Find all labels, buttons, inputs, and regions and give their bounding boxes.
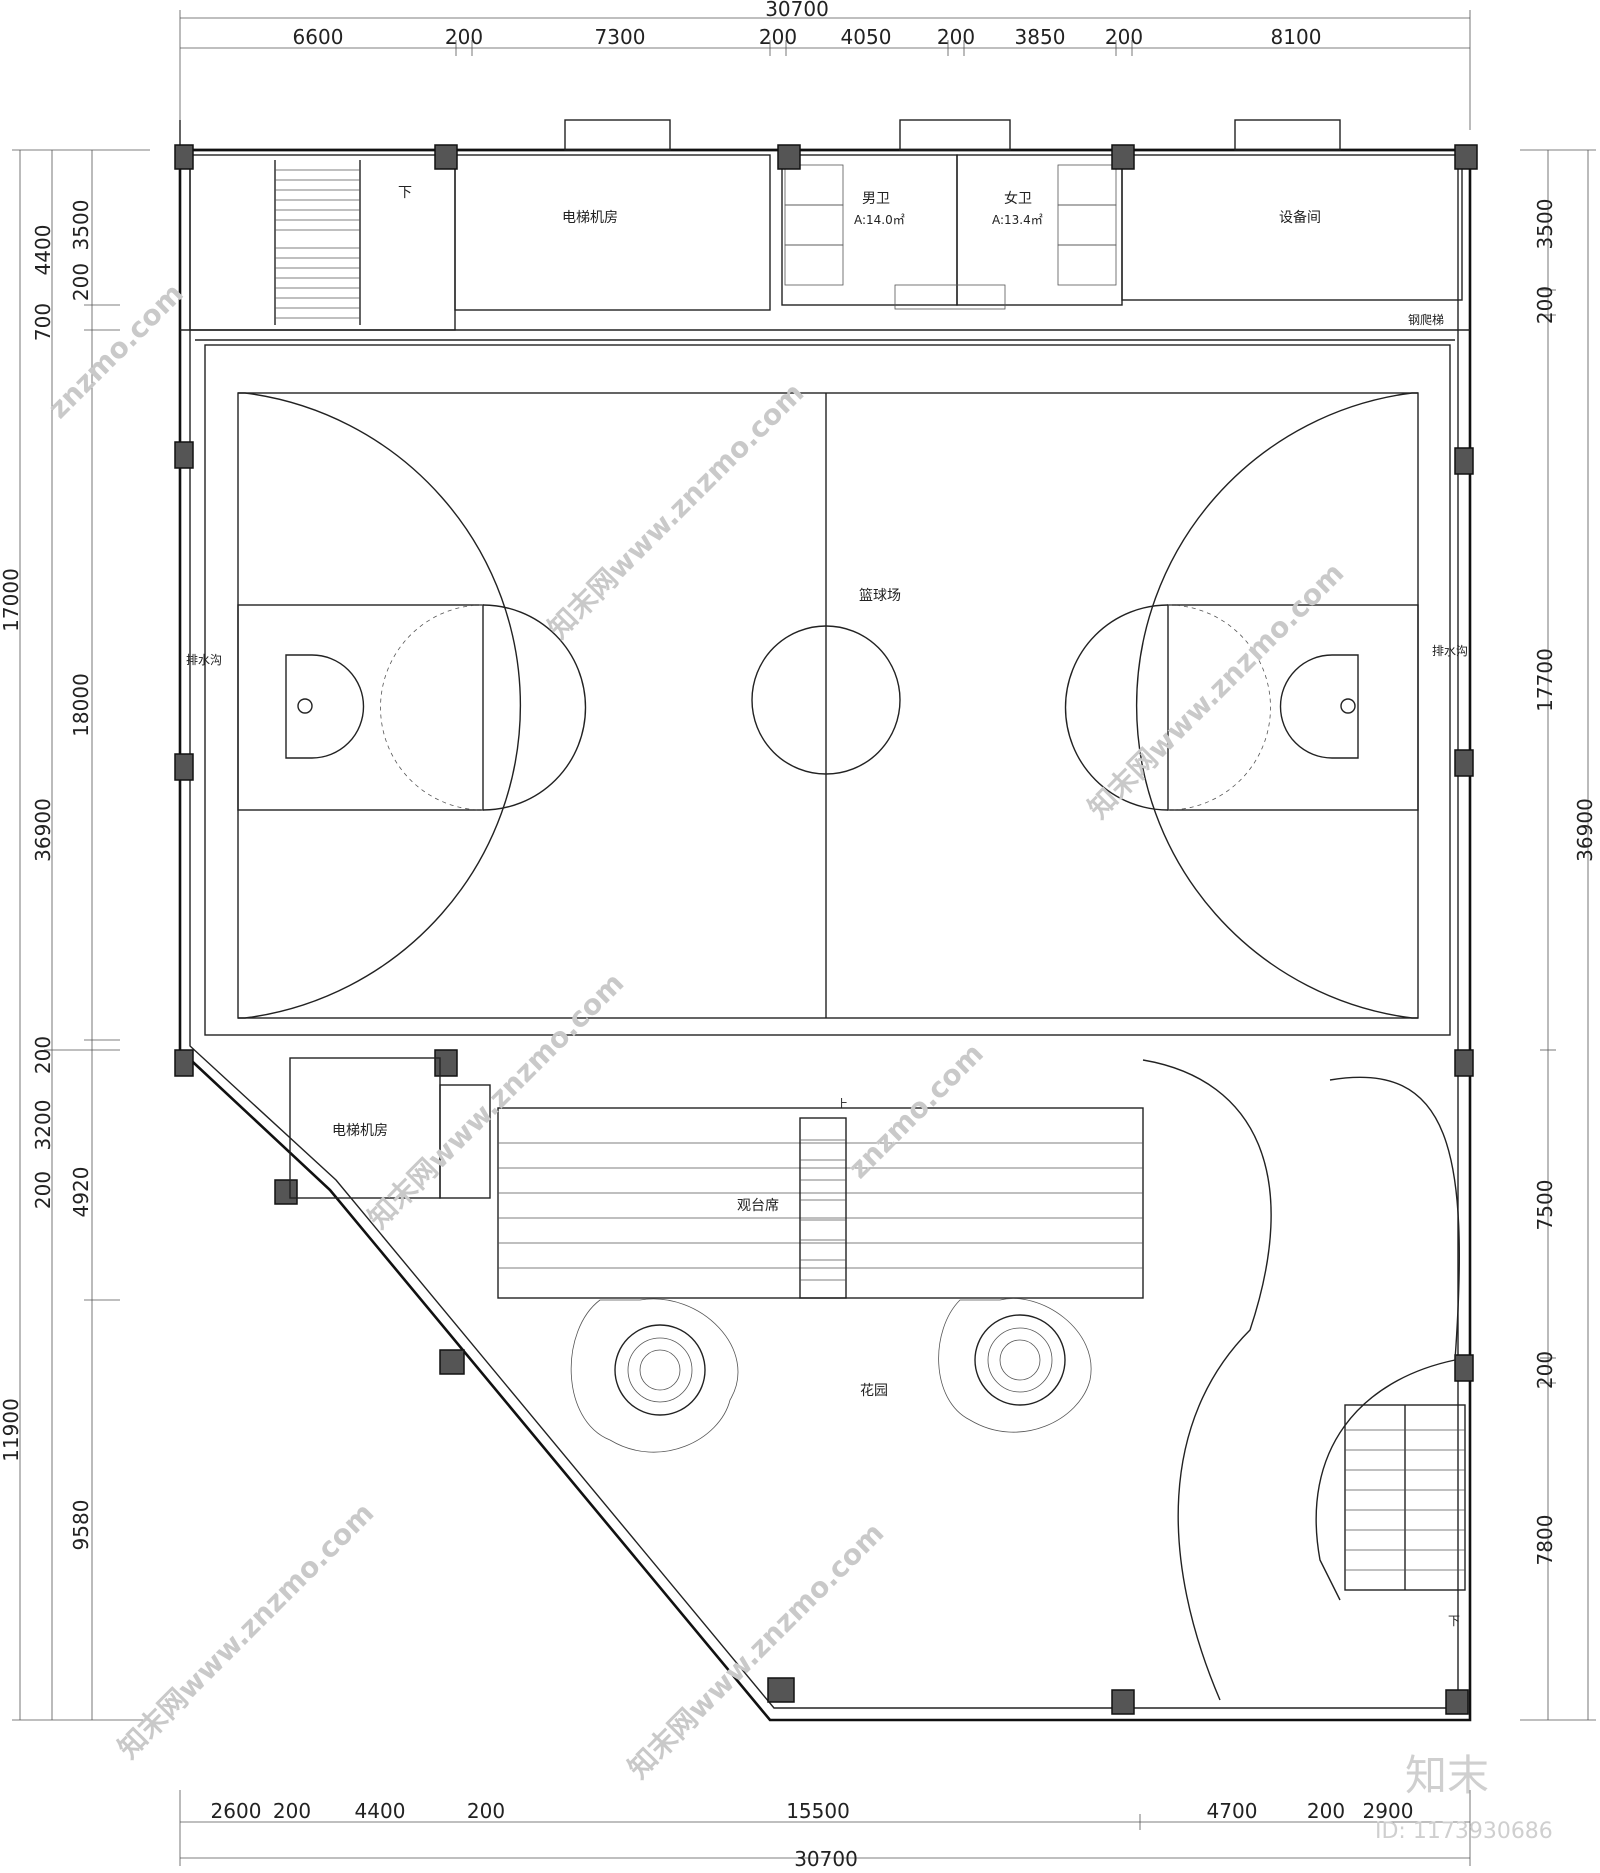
lower-elevator-room: 电梯机房 <box>289 1057 491 1199</box>
womens-wc-label: 女卫 <box>1004 190 1032 207</box>
columns <box>174 144 1478 1715</box>
watermark-brand-2: 知末网www.znzmo.com <box>1082 556 1351 825</box>
basketball-court: 篮球场 排水沟 排水沟 <box>186 344 1468 1036</box>
watermark-brand-3: 知末网www.znzmo.com <box>362 966 631 1235</box>
left-dim-9580: 9580 <box>69 1500 93 1551</box>
court-label: 篮球场 <box>859 588 901 604</box>
building-outline <box>178 120 1472 1722</box>
left-dim-200c: 200 <box>31 1171 55 1209</box>
top-dim-4: 200 <box>759 25 797 49</box>
top-dimension-chain: 30700 6600 200 7300 200 4050 200 3850 20… <box>179 0 1471 130</box>
garden: 花园 下 <box>570 1059 1466 1701</box>
left-dim-700: 700 <box>31 303 55 341</box>
left-dim-4920: 4920 <box>69 1167 93 1218</box>
top-dim-9: 8100 <box>1271 25 1322 49</box>
top-dim-8: 200 <box>1105 25 1143 49</box>
left-outer-dim-2: 11900 <box>0 1398 23 1462</box>
top-rooms: 下 电梯机房 男卫 A:14.0㎡ 女卫 A:13.4㎡ 设备间 钢爬梯 <box>180 119 1470 341</box>
left-dim-200: 200 <box>69 263 93 301</box>
garden-label: 花园 <box>860 1383 888 1399</box>
bottom-dim-6: 4700 <box>1207 1799 1258 1823</box>
stair-up-label: 上 <box>836 1097 848 1111</box>
bottom-dim-4: 200 <box>467 1799 505 1823</box>
bottom-total-dim: 30700 <box>794 1847 858 1871</box>
drain-right-label: 排水沟 <box>1432 644 1468 658</box>
watermark-brand-4: 知末网www.znzmo.com <box>112 1496 381 1765</box>
top-dim-3: 7300 <box>595 25 646 49</box>
bleachers: 上 观台席 <box>497 1097 1144 1299</box>
left-outer-dim-1: 17000 <box>0 568 23 632</box>
bottom-dim-2: 200 <box>273 1799 311 1823</box>
equipment-room-label: 设备间 <box>1279 209 1321 226</box>
watermark-site-1: znzmo.com <box>42 277 190 425</box>
steel-ladder-label: 钢爬梯 <box>1408 313 1444 327</box>
top-dim-2: 200 <box>445 25 483 49</box>
left-dim-3200: 3200 <box>31 1100 55 1151</box>
left-dim-18000: 18000 <box>69 673 93 737</box>
right-dim-7500: 7500 <box>1533 1180 1557 1231</box>
elevator-room-bottom-label: 电梯机房 <box>332 1123 388 1139</box>
bleachers-label: 观台席 <box>737 1198 779 1214</box>
watermark-brand-1: 知末网www.znzmo.com <box>542 376 811 645</box>
left-dim-4400: 4400 <box>31 225 55 276</box>
bottom-dim-8: 2900 <box>1363 1799 1414 1823</box>
bottom-dim-1: 2600 <box>211 1799 262 1823</box>
bottom-dim-5: 15500 <box>786 1799 850 1823</box>
right-dimension-chain: 3500 200 17700 7500 200 7800 36900 <box>1520 149 1597 1721</box>
mens-wc-label: 男卫 <box>862 191 890 207</box>
watermark-logo: 知末 <box>1405 1751 1489 1800</box>
top-dim-5: 4050 <box>841 25 892 49</box>
top-dim-7: 3850 <box>1015 25 1066 49</box>
top-dim-1: 6600 <box>293 25 344 49</box>
drain-left-label: 排水沟 <box>186 653 222 667</box>
bottom-dimension-chain: 2600 200 4400 200 15500 4700 200 2900 30… <box>179 1790 1471 1871</box>
right-dim-3500: 3500 <box>1533 199 1557 250</box>
stair-down-label-top: 下 <box>398 185 412 201</box>
top-dim-6: 200 <box>937 25 975 49</box>
womens-wc-area: A:13.4㎡ <box>992 213 1043 227</box>
watermark-brand-5: 知末网www.znzmo.com <box>622 1516 891 1785</box>
top-total-dim: 30700 <box>765 0 829 21</box>
right-dim-200b: 200 <box>1533 1351 1557 1389</box>
right-dim-7800: 7800 <box>1533 1515 1557 1566</box>
left-dim-3500: 3500 <box>69 200 93 251</box>
right-dim-200: 200 <box>1533 286 1557 324</box>
right-dim-17700: 17700 <box>1533 648 1557 712</box>
stair-down-label-bottom: 下 <box>1448 1614 1460 1628</box>
bottom-dim-3: 4400 <box>355 1799 406 1823</box>
bottom-dim-7: 200 <box>1307 1799 1345 1823</box>
watermark-id: ID: 1173930686 <box>1375 1819 1553 1844</box>
stair-treads-top <box>275 169 360 319</box>
left-dim-200b: 200 <box>31 1036 55 1074</box>
watermark-site-2: znzmo.com <box>842 1037 990 1185</box>
elevator-room-top-label: 电梯机房 <box>562 210 618 226</box>
left-dimension-chain: 17000 11900 36900 4400 3500 200 700 1800… <box>0 149 150 1721</box>
right-total-dim: 36900 <box>1573 798 1597 862</box>
left-total-dim: 36900 <box>31 798 55 862</box>
mens-wc-area: A:14.0㎡ <box>854 213 905 227</box>
